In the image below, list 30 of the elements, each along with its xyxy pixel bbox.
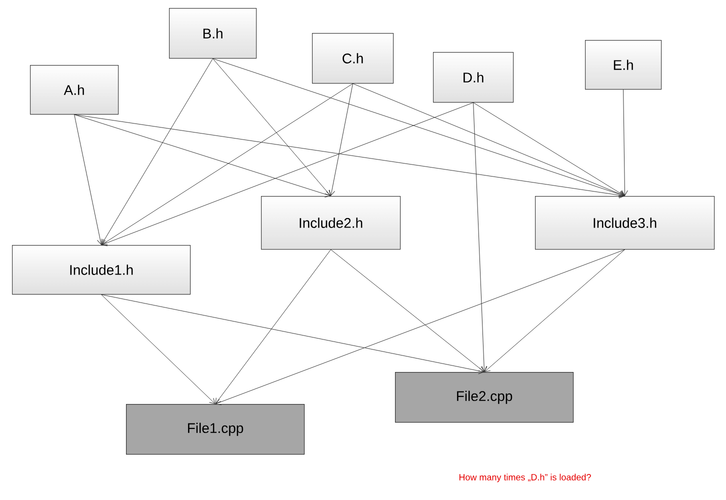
header-file-box: B.h: [169, 8, 257, 59]
arrow: [101, 58, 214, 245]
arrow: [74, 114, 625, 198]
arrow: [216, 249, 626, 406]
arrow: [328, 83, 354, 196]
arrow: [473, 102, 625, 196]
header-file-box: A.h: [30, 65, 119, 115]
header-file-box: E.h: [585, 40, 662, 90]
arrow: [215, 249, 332, 404]
arrow: [330, 249, 484, 372]
header-file-box: Include3.h: [535, 196, 715, 250]
arrow: [101, 83, 354, 245]
arrow: [212, 58, 625, 198]
arrow: [102, 102, 474, 246]
source-file-box: File2.cpp: [395, 372, 574, 423]
arrow: [212, 58, 331, 196]
arrow: [484, 249, 626, 372]
arrow: [621, 89, 628, 196]
header-file-box: C.h: [312, 33, 394, 84]
header-file-box: D.h: [433, 52, 514, 103]
arrow: [74, 114, 331, 198]
arrow: [101, 294, 484, 374]
header-file-box: Include2.h: [261, 196, 401, 250]
question-note: How many times „D.h” is loaded?: [459, 474, 591, 482]
arrow: [352, 83, 625, 197]
source-file-box: File1.cpp: [126, 404, 305, 455]
header-file-box: Include1.h: [12, 245, 191, 295]
arrow: [101, 294, 216, 404]
arrow: [74, 114, 104, 245]
arrow: [473, 102, 488, 372]
